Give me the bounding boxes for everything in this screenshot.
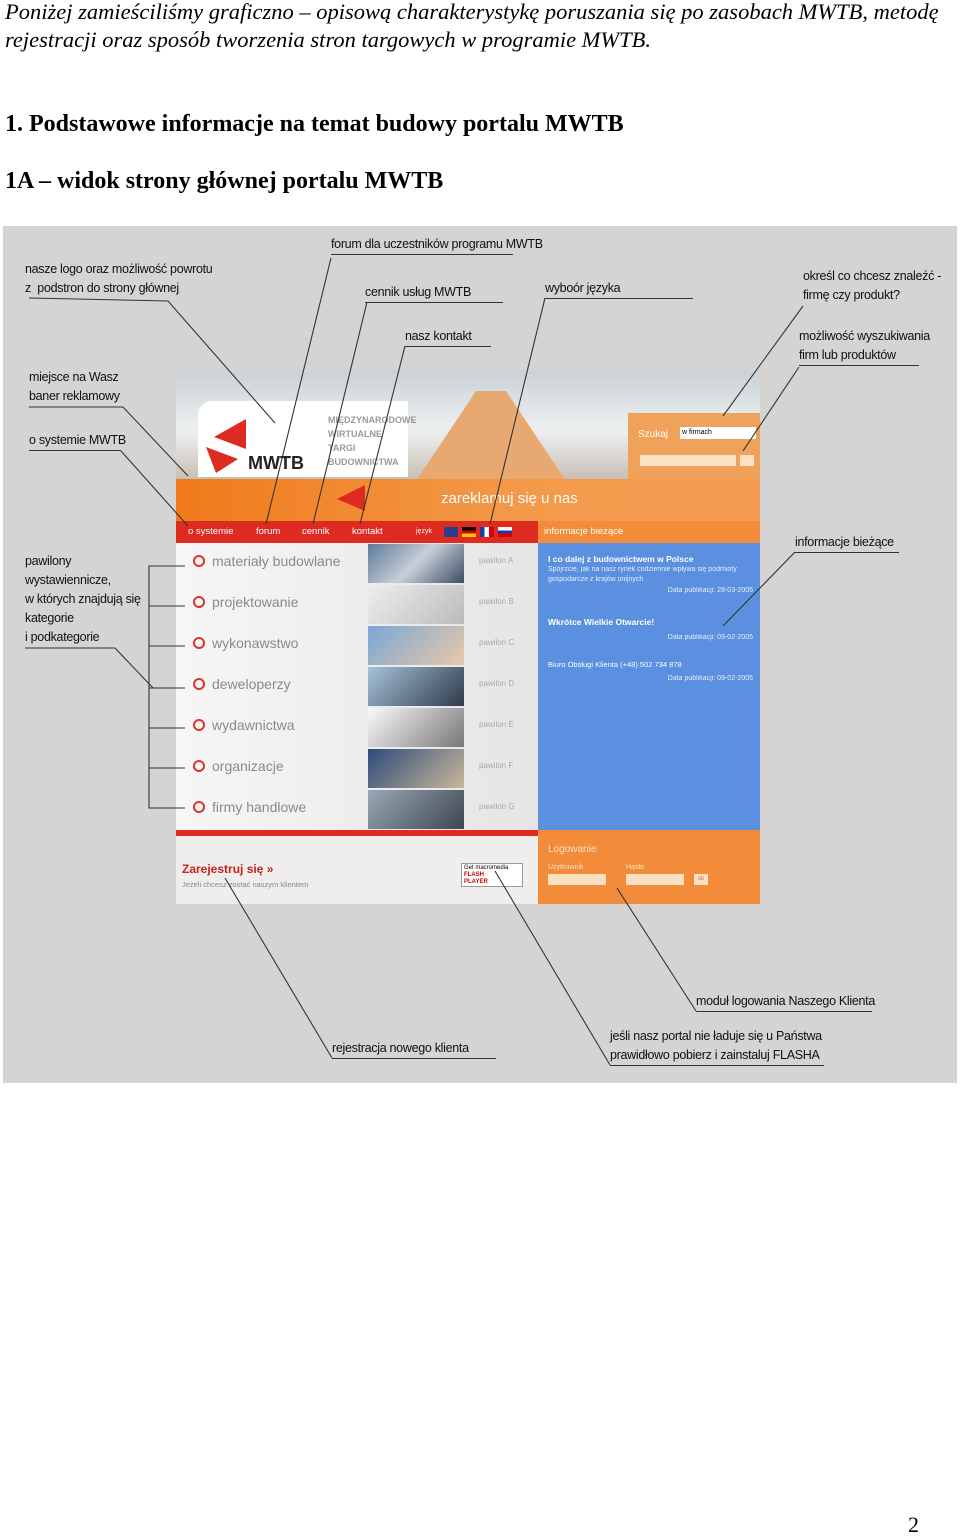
register-panel: Zarejestruj się » Jeżeli chcesz zostać n… [176,836,538,904]
login-title: Logowanie [548,844,597,855]
category-image [368,626,464,665]
leader-firma [722,305,804,417]
category-image [368,790,464,829]
arrow-right-icon [193,760,205,772]
flag-en-icon[interactable] [444,527,458,537]
search-type-select[interactable]: w firmach [680,427,756,439]
arrow-right-icon [193,637,205,649]
leader-cennik [312,301,368,525]
subsection-heading: 1A – widok strony głównej portalu MWTB [5,168,444,194]
callout-jezyk: wyboór języka [545,279,693,299]
callout-flash: jeśli nasz portal nie ładuje się u Państ… [610,1027,824,1066]
logo-name: MWTB [248,453,304,473]
leader-jezyk [489,297,546,525]
login-user-label: Użytkownik [548,864,584,871]
nav-kontakt[interactable]: kontakt [352,526,383,537]
leader-kontakt [359,345,406,525]
callout-logowanie: moduł logowania Naszego Klienta [696,992,875,1012]
banner-logo-icon [337,485,365,511]
category-image [368,749,464,788]
nav-forum[interactable]: forum [256,526,281,537]
login-panel: Logowanie Użytkownik Hasło ok [538,830,760,904]
bracket-pawilony [148,565,185,809]
callout-rejestracja: rejestracja nowego klienta [332,1039,496,1059]
search-button[interactable] [740,455,754,466]
login-button[interactable]: ok [694,874,708,885]
flag-fr-icon[interactable] [480,527,494,537]
section-heading: 1. Podstawowe informacje na temat budowy… [5,111,624,137]
arrow-right-icon [193,555,205,567]
info-header: informacje bieżące [538,521,760,543]
register-subtitle: Jeżeli chcesz zostać naszym klientem [182,880,309,889]
arrow-right-icon [193,719,205,731]
callout-informacje: informacje bieżące [795,533,899,553]
banner-text: zareklamuj się u nas [441,490,578,507]
arrow-right-icon [193,801,205,813]
callout-kontakt: nasz kontakt [405,327,491,347]
leader-pawilony [25,647,154,689]
language-label: język [416,528,432,535]
search-input[interactable] [640,455,736,466]
leader-forum [265,257,332,525]
leader-lines [25,257,804,1066]
leader-baner [29,406,189,477]
leader-rejestracja [224,877,333,1059]
news-item[interactable]: Wkrótce Wielkie Otwarcie! Data publikacj… [548,617,753,641]
leader-informacje [722,551,796,627]
search-label: Szukaj [638,429,669,440]
leader-wyszukiwanie [742,366,800,452]
flag-ru-icon[interactable] [498,527,512,537]
nav-cennik[interactable]: cennik [302,526,330,537]
login-pass-label: Hasło [626,864,644,871]
news-item[interactable]: I co dalej z budownictwem w Polsce Spójr… [548,554,753,594]
leader-logowanie [616,887,697,1012]
login-user-input[interactable] [548,874,606,885]
category-image [368,667,464,706]
ad-banner[interactable]: zareklamuj się u nas [176,479,760,521]
divider [176,830,538,836]
arrow-right-icon [193,596,205,608]
leader-system [120,450,189,527]
page-number: 2 [908,1512,919,1537]
callout-firma: określ co chcesz znaleźć -firmę czy prod… [803,269,942,302]
callout-cennik: cennik usług MWTB [365,283,503,303]
search-panel: Szukaj w firmach [628,413,760,479]
flag-de-icon[interactable] [462,527,476,537]
register-link[interactable]: Zarejestruj się » [182,862,274,876]
intro-text: Poniżej zamieściliśmy graficzno – opisow… [5,0,939,52]
leader-flash [494,870,611,1066]
news-item[interactable]: Biuro Obsługi Klienta (+48) 502 734 878 … [548,660,753,682]
leader-logo [28,297,276,424]
nav-o-systemie[interactable]: o systemie [188,526,234,537]
arrow-right-icon [193,678,205,690]
login-pass-input[interactable] [626,874,684,885]
info-title: informacje bieżące [544,526,624,537]
category-image [368,544,464,583]
category-image [368,585,464,624]
news-panel: I co dalej z budownictwem w Polsce Spójr… [538,543,760,830]
category-image [368,708,464,747]
mwtb-logo-icon [206,419,246,473]
callout-system: o systemie MWTB [29,431,126,451]
